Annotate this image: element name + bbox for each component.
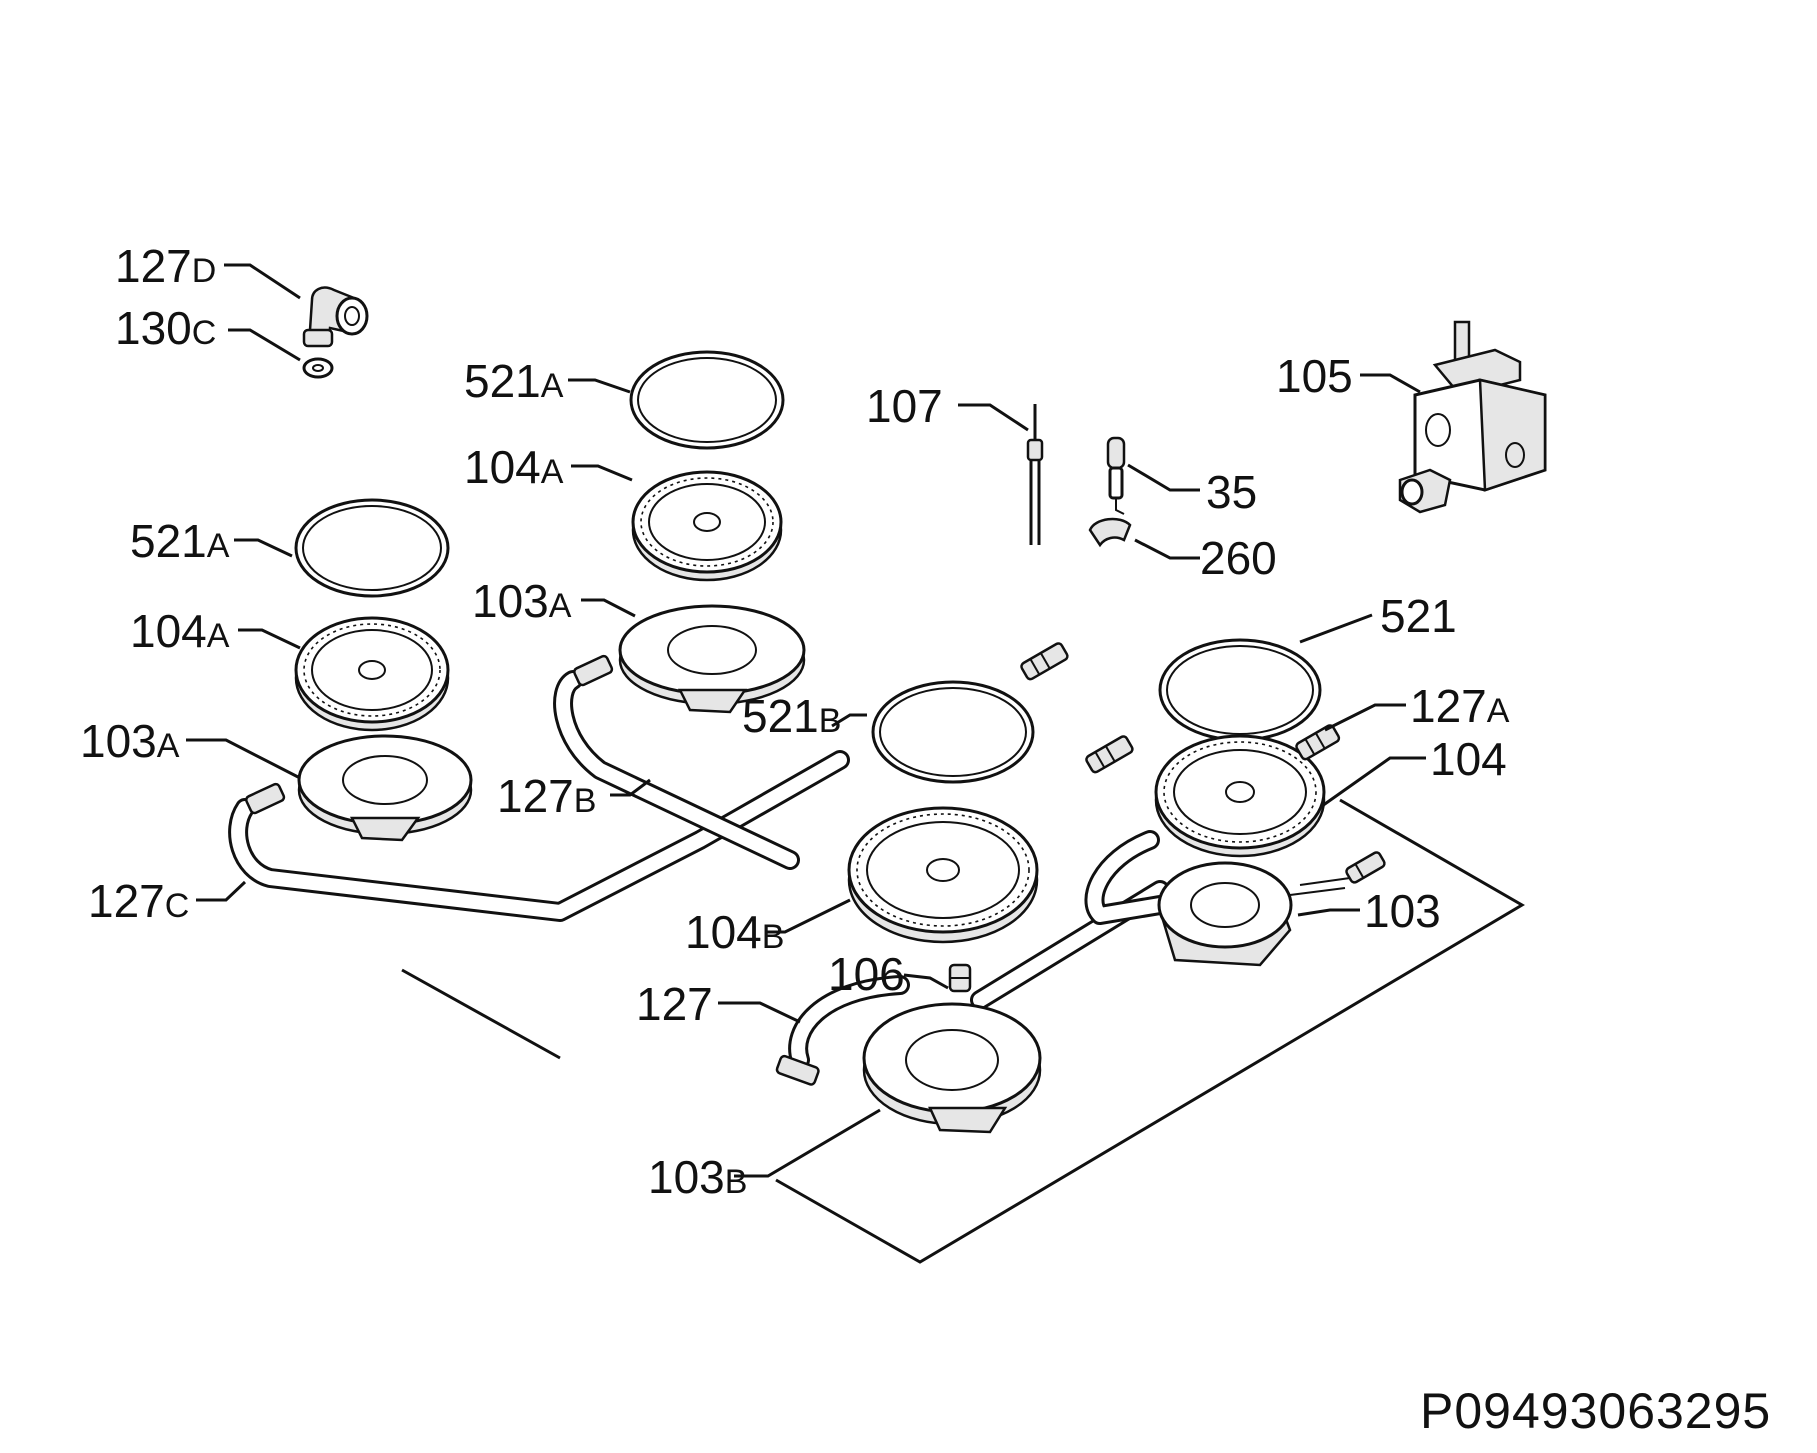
callout-label: 521A	[130, 515, 230, 567]
hob-outline	[401, 798, 1525, 1264]
flame-spreader-middle	[847, 806, 1039, 944]
flame-spreader-right	[1154, 734, 1326, 858]
flame-spreader-top	[631, 470, 783, 582]
flame-spreader-left	[294, 616, 450, 732]
callout-label: 103A	[472, 575, 572, 627]
electrode-clip	[1088, 517, 1132, 548]
callout-label: 127D	[115, 240, 216, 292]
spark-electrode	[1106, 436, 1126, 515]
burner-cap-right	[1158, 638, 1322, 742]
callout-label: 127A	[1410, 680, 1510, 732]
burner-cap-middle	[871, 680, 1035, 784]
callout-label: 521	[1380, 590, 1457, 642]
callout-label: 521A	[464, 355, 564, 407]
callout-label: 521B	[742, 690, 841, 742]
burner-cap-top	[629, 350, 785, 450]
callout-labels: 127D 130C 521A 104A 521A 104A 103A 103A …	[80, 240, 1510, 1203]
gas-valve	[1398, 320, 1547, 514]
callout-label: 105	[1276, 350, 1353, 402]
nozzle-fittings	[245, 642, 1386, 1086]
drawing-code: P09493063295	[1420, 1383, 1772, 1439]
callout-label: 104B	[685, 906, 784, 958]
callout-label: 127C	[88, 875, 189, 927]
callout-label: 104	[1430, 733, 1507, 785]
burner-base-left	[297, 734, 473, 842]
callout-label: 127B	[497, 770, 596, 822]
callout-label: 106	[828, 948, 905, 1000]
burner-base-top	[618, 604, 806, 714]
callout-label: 127	[636, 978, 713, 1030]
callout-label: 130C	[115, 302, 216, 354]
burner-base-bottom	[862, 1002, 1042, 1134]
callout-label: 104A	[464, 441, 564, 493]
injector	[948, 963, 972, 993]
burner-base-right	[1157, 861, 1293, 967]
callout-label: 107	[866, 380, 943, 432]
callout-label: 35	[1206, 466, 1257, 518]
callout-label: 103A	[80, 715, 180, 767]
callout-label: 103	[1364, 885, 1441, 937]
washer	[302, 357, 334, 379]
gas-pipes	[228, 670, 1351, 1070]
thermocouple	[1026, 404, 1044, 545]
callout-label: 104A	[130, 605, 230, 657]
elbow-fitting	[302, 286, 369, 348]
callout-label: 103B	[648, 1151, 747, 1203]
callout-label: 260	[1200, 532, 1277, 584]
burner-cap-left	[294, 498, 450, 598]
leader-lines	[186, 263, 1426, 1178]
